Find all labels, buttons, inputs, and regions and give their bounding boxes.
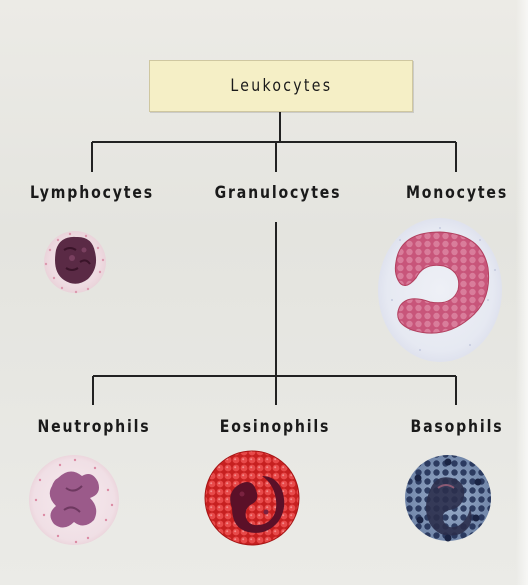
granulocytes-label: Granulocytes: [204, 183, 351, 203]
lymphocyte-cell-illustration: [44, 231, 106, 293]
lymphocytes-label: Lymphocytes: [28, 183, 157, 203]
monocytes-label: Monocytes: [397, 183, 517, 203]
leukocytes-title-box: Leukocytes: [149, 60, 413, 112]
basophil-cell-illustration: [405, 455, 491, 542]
eosinophils-label: Eosinophils: [206, 417, 344, 437]
leukocytes-label: Leukocytes: [230, 76, 332, 96]
neutrophil-cell-illustration: [29, 455, 119, 545]
neutrophils-label: Neutrophils: [28, 417, 160, 437]
connector-lines-top: [92, 110, 456, 172]
eosinophil-cell-illustration: [205, 451, 299, 545]
monocyte-cell-illustration: [378, 218, 502, 362]
basophils-label: Basophils: [395, 417, 518, 437]
